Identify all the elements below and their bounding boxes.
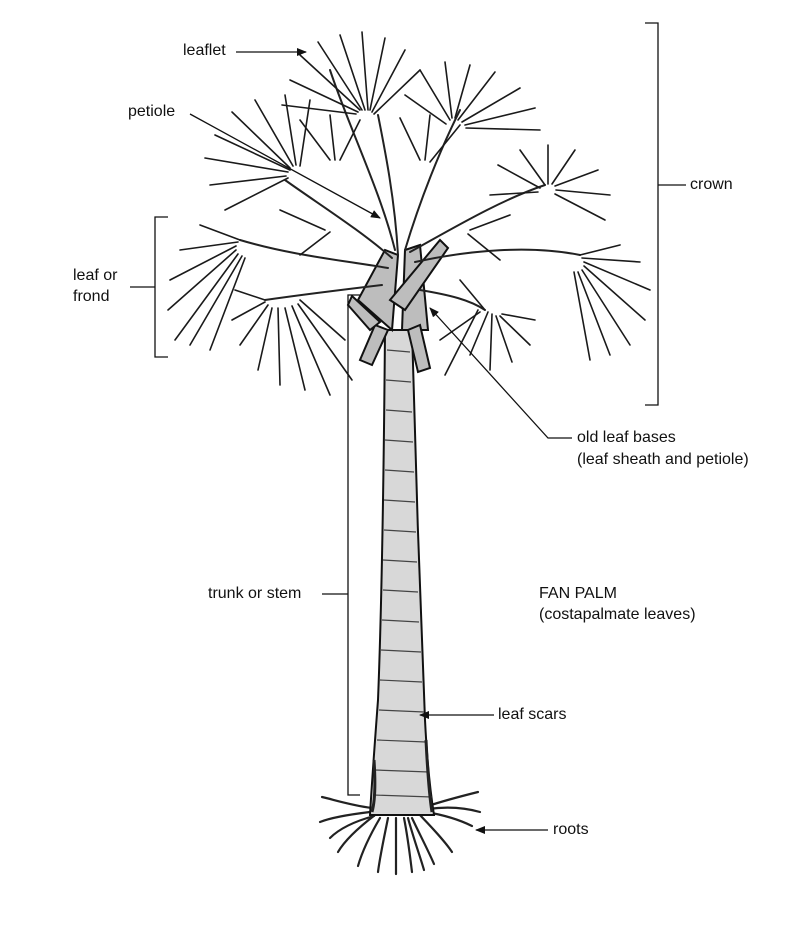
trunk-drawing bbox=[368, 329, 436, 816]
annotation-lines bbox=[130, 22, 686, 834]
old-leaf-bases-label-line2: (leaf sheath and petiole) bbox=[577, 451, 749, 468]
leaf-scars-label: leaf scars bbox=[498, 706, 567, 723]
petiole-pointer bbox=[189, 113, 381, 219]
crown-label: crown bbox=[690, 176, 733, 193]
trunk-or-stem-label: trunk or stem bbox=[208, 585, 302, 602]
fan-palm-title-line2: (costapalmate leaves) bbox=[539, 606, 696, 623]
petioles-drawing bbox=[239, 69, 581, 311]
trunk-bracket bbox=[347, 294, 360, 796]
old-leaf-bases-label-line1: old leaf bases bbox=[577, 429, 676, 446]
frond-bracket bbox=[154, 216, 168, 358]
crown-bracket bbox=[645, 22, 659, 406]
old-leaf-bases-pointer bbox=[429, 307, 572, 439]
roots-label: roots bbox=[553, 821, 589, 838]
leaf-or-frond-label-line2: frond bbox=[73, 288, 110, 305]
fan-palm-title-line1: FAN PALM bbox=[539, 585, 617, 602]
petiole-label: petiole bbox=[128, 103, 176, 120]
leaflet-label: leaflet bbox=[183, 42, 226, 59]
leaf-or-frond-label-line1: leaf or bbox=[73, 267, 118, 284]
